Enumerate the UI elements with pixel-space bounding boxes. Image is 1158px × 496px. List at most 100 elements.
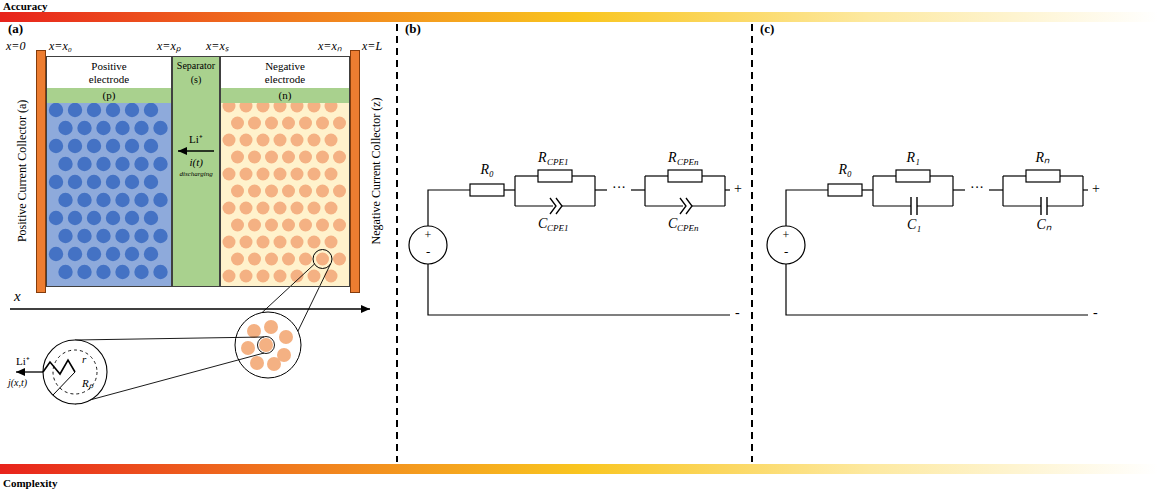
- resistor-symbol: [668, 170, 702, 182]
- cathode-particle: [87, 175, 101, 189]
- cathode-particle: [125, 103, 139, 117]
- cathode-particle: [134, 229, 148, 243]
- zoom-line: [75, 337, 264, 340]
- anode-particle: [316, 253, 329, 266]
- component-label: R₁: [907, 150, 920, 166]
- anode-particle: [231, 185, 244, 198]
- complexity-gradient-bar: [0, 464, 1158, 474]
- cathode-particle: [153, 265, 167, 279]
- terminal-sign: +: [1092, 181, 1100, 197]
- anode-particle: [240, 134, 253, 147]
- radius-label: Rₚ: [82, 377, 93, 390]
- cathode-particle: [134, 265, 148, 279]
- anode-particle: [248, 219, 261, 232]
- wire: [862, 189, 873, 190]
- anode-particle: [223, 270, 236, 283]
- cathode-particle: [115, 229, 129, 243]
- electrode-region: Negative electrode(n): [220, 56, 350, 287]
- cluster-particle: [250, 356, 264, 370]
- cathode-particle: [125, 247, 139, 261]
- cpe-symbol: [550, 198, 562, 214]
- anode-particle: [274, 236, 287, 249]
- wire: [1082, 176, 1083, 206]
- component-subscript: CPE1: [547, 157, 569, 167]
- wire: [645, 175, 668, 176]
- cathode-particle: [87, 103, 101, 117]
- cathode-particle: [153, 229, 167, 243]
- wire: [873, 205, 911, 206]
- wire: [644, 176, 645, 206]
- anode-particle: [265, 219, 278, 232]
- resistor-symbol: [1026, 170, 1060, 182]
- anode-particle: [333, 117, 346, 130]
- cathode-particle: [77, 229, 91, 243]
- cathode-particle: [49, 103, 63, 117]
- resistor-symbol: [896, 170, 930, 182]
- component-label: R₀: [481, 162, 494, 178]
- panel-label: (c): [760, 22, 774, 37]
- cathode-particle: [58, 193, 72, 207]
- cathode-particle: [68, 175, 82, 189]
- anode-particle: [299, 185, 312, 198]
- anode-particle: [333, 151, 346, 164]
- cathode-particle: [87, 139, 101, 153]
- anode-particle: [333, 219, 346, 232]
- anode-particle: [240, 202, 253, 215]
- cathode-particle: [115, 193, 129, 207]
- component-subscript: CPEn: [677, 223, 699, 233]
- anode-particle: [325, 236, 338, 249]
- cathode-particle: [87, 247, 101, 261]
- cathode-particle: [77, 265, 91, 279]
- anode-particle: [274, 134, 287, 147]
- zoom-line: [297, 264, 331, 333]
- cathode-particle: [87, 211, 101, 225]
- cathode-particle: [106, 211, 120, 225]
- wire: [692, 205, 725, 206]
- wire: [428, 264, 730, 315]
- anode-particle: [325, 168, 338, 181]
- cluster-particle: [259, 338, 273, 352]
- axis-label: Accuracy: [3, 0, 48, 13]
- wire: [1003, 175, 1026, 176]
- wire: [989, 189, 1003, 190]
- particle-cluster-circle: [235, 312, 301, 378]
- anode-particle: [257, 202, 270, 215]
- position-label: x=xₛ: [206, 40, 229, 54]
- cathode-particle: [115, 121, 129, 135]
- wire: [562, 205, 595, 206]
- cathode-particle: [134, 193, 148, 207]
- anode-particle: [299, 117, 312, 130]
- cathode-particle: [77, 193, 91, 207]
- particle-group: [49, 100, 346, 283]
- cathode-particle: [125, 139, 139, 153]
- wire: [594, 176, 595, 206]
- anode-particle: [240, 168, 253, 181]
- anode-particle: [282, 151, 295, 164]
- wire: [952, 176, 953, 206]
- anode-particle: [231, 253, 244, 266]
- cathode-particle: [153, 193, 167, 207]
- cathode-particle: [68, 103, 82, 117]
- wire: [1083, 189, 1088, 190]
- ion-label: Li⁺: [16, 355, 30, 368]
- cluster-particle: [264, 320, 278, 334]
- cathode-particle: [68, 247, 82, 261]
- current-collector: Negative Current Collector (z): [350, 50, 360, 293]
- cathode-particle: [144, 211, 158, 225]
- anode-particle: [274, 270, 287, 283]
- component-label: Cₙ: [1037, 217, 1052, 233]
- wire: [1047, 205, 1083, 206]
- separator-fill: [172, 56, 220, 287]
- anode-particle: [282, 219, 295, 232]
- accuracy-gradient-bar: [0, 12, 1158, 22]
- wire: [515, 175, 538, 176]
- wire: [514, 176, 515, 206]
- x-axis-arrow: [10, 308, 370, 309]
- polarity-sign: +: [425, 229, 432, 243]
- anode-particle: [223, 236, 236, 249]
- position-label: x=L: [362, 40, 382, 54]
- anode-particle: [231, 151, 244, 164]
- voltage-source-symbol: [409, 226, 447, 264]
- terminal-sign: +: [734, 181, 742, 197]
- collector-label: Negative Current Collector (z): [369, 97, 383, 244]
